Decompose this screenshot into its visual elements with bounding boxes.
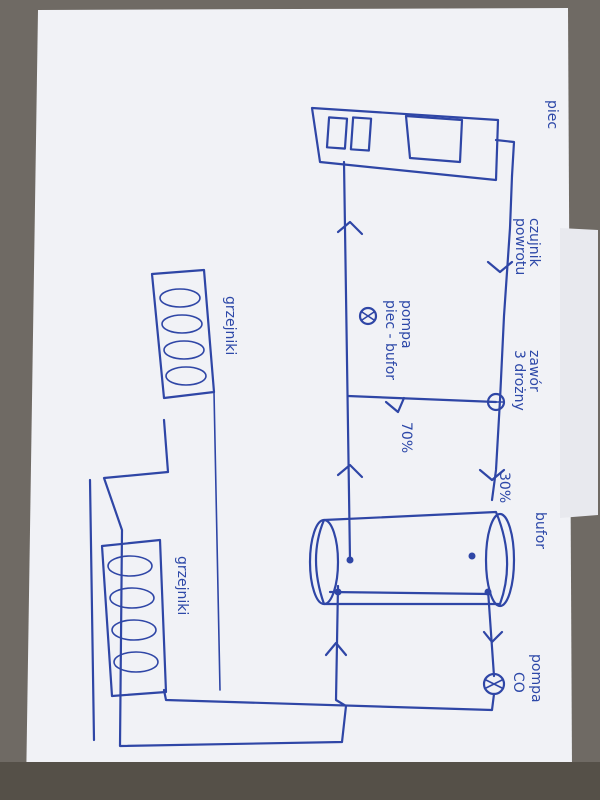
label-czujnik-line2: powrotu [512,218,528,275]
arrow-down-icon [478,468,506,482]
arrow-down-icon [384,396,406,414]
radiator-bottom [100,538,168,698]
label-70-percent: 70% [398,422,414,453]
label-30-percent: 30% [496,472,512,503]
label-pompa-co-group: pompa CO [510,654,544,703]
furnace [310,106,516,182]
arrow-down-icon [486,260,514,274]
label-czujnik-line1: czujnik [526,218,542,268]
table-edge [0,762,600,800]
radiator-top [150,268,221,691]
pump-furnace-buffer-icon [358,306,378,326]
label-grzejniki-top: grzejniki [222,296,238,355]
label-bufor: bufor [532,512,548,549]
buffer-port-bottom-left [334,588,342,596]
label-zawor-group: zawór 3 drożny [511,350,542,411]
label-pompa-co-line1: pompa [528,654,544,703]
label-pompa-piec-bufor-group: pompa piec - bufor [382,300,414,380]
label-piec-bufor-line2: piec - bufor [382,300,398,380]
buffer-port-bottom-right [484,588,492,596]
buffer-tank [308,510,516,608]
label-piec: piec [544,100,560,129]
label-zawor-line1: zawór [526,350,542,392]
label-grzejniki-bottom: grzejniki [174,556,190,615]
arrow-down-icon [482,630,504,644]
buffer-port-right [468,552,476,560]
arrow-up-icon [336,220,364,236]
label-pompa-line1: pompa [398,300,414,349]
label-czujnik-group: czujnik powrotu [512,218,542,275]
paper-sheet [26,8,572,790]
paper-flap [560,228,598,518]
pump-co-icon [482,672,506,696]
arrow-up-icon [336,463,364,479]
flow-arrows [324,220,514,657]
arrow-up-icon [324,641,348,657]
label-pompa-co-line2: CO [510,672,526,693]
buffer-port-left [346,556,354,564]
three-way-valve-icon [486,392,506,412]
label-zawor-line2: 3 drożny [511,350,527,411]
